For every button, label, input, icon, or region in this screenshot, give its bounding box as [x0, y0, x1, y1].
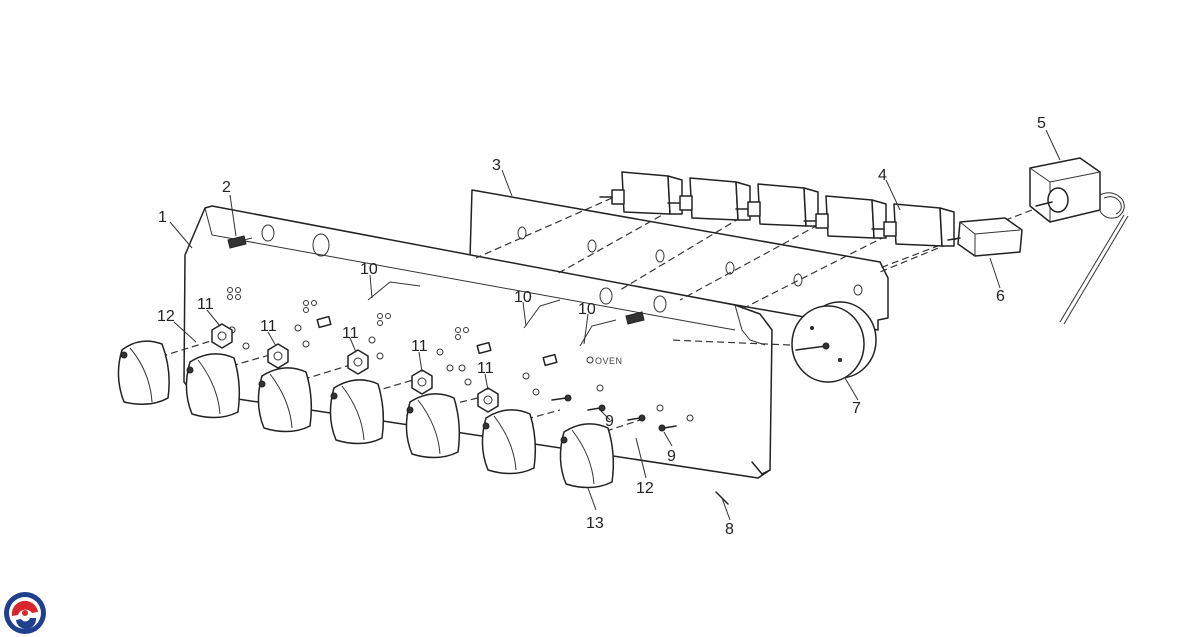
callout-11e: 11	[477, 360, 494, 377]
control-knob	[185, 353, 241, 419]
callout-12b: 12	[636, 480, 654, 497]
regulator-switch	[871, 203, 955, 247]
brand-logo-icon	[4, 592, 46, 634]
callout-11a: 11	[197, 296, 214, 313]
callout-10a: 10	[360, 261, 378, 278]
callout-9b: 9	[667, 448, 676, 465]
callout-4: 4	[878, 167, 887, 184]
regulator-switch	[803, 195, 887, 239]
locking-nuts	[211, 323, 499, 413]
regulator-switch	[599, 171, 683, 215]
pilot-screw-2	[625, 311, 645, 325]
callout-7: 7	[852, 400, 861, 417]
callout-labels: 1 2 3 4 5 6 7 8 9 9 10 10 10 11 11 11 11…	[157, 115, 1046, 538]
callout-10c: 10	[578, 301, 596, 318]
callout-10b: 10	[514, 289, 532, 306]
callout-2: 2	[222, 179, 231, 196]
control-knob	[329, 379, 385, 445]
callout-11d: 11	[411, 338, 428, 355]
fixing-screws	[551, 394, 677, 432]
selector-switch	[947, 217, 1023, 257]
callout-6: 6	[996, 288, 1005, 305]
control-knob	[257, 367, 313, 433]
control-knob	[405, 393, 461, 459]
pilot-screw	[227, 235, 253, 249]
oven-thermostat	[1029, 157, 1129, 325]
oven-timer	[791, 301, 877, 383]
spindle-bushes	[316, 315, 558, 367]
callout-13: 13	[586, 515, 604, 532]
control-knob	[559, 423, 615, 489]
callout-9a: 9	[605, 413, 614, 430]
oven-label: OVEN	[595, 356, 623, 366]
callout-11b: 11	[260, 318, 277, 335]
regulator-switch	[667, 177, 751, 221]
callout-5: 5	[1037, 115, 1046, 132]
igniter-wires	[367, 281, 617, 347]
control-knob	[117, 340, 170, 405]
callout-12a: 12	[157, 308, 175, 325]
control-knobs	[117, 340, 615, 489]
regulator-switch	[735, 183, 819, 227]
leader-lines	[169, 129, 1061, 521]
callout-1: 1	[158, 209, 167, 226]
callout-8: 8	[725, 521, 734, 538]
control-knob	[481, 409, 537, 475]
callout-11c: 11	[342, 325, 359, 342]
energy-regulators	[599, 171, 955, 247]
callout-3: 3	[492, 157, 501, 174]
